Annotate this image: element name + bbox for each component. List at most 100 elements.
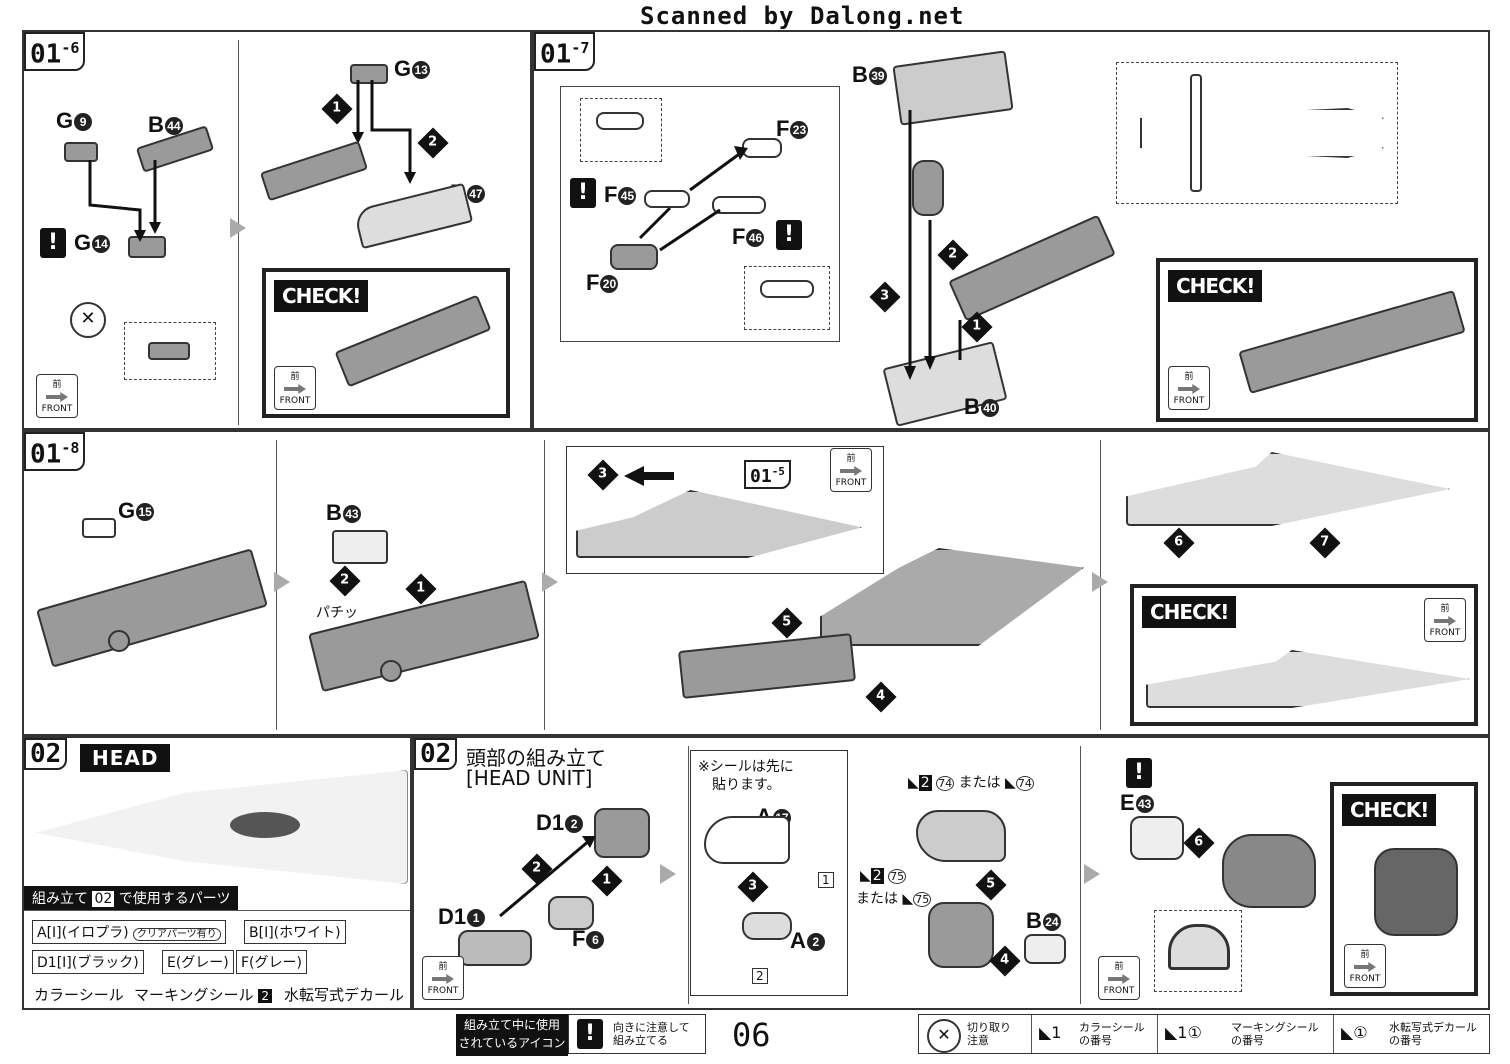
caution-label: 向きに注意して組み立てる — [613, 1021, 690, 1047]
check-badge: CHECK! — [1168, 270, 1263, 302]
runner-f: F(グレー) — [236, 950, 307, 974]
joint-part-shape — [644, 190, 690, 208]
sticker-ref-1: 1 — [818, 872, 834, 888]
flow-arrow — [1092, 572, 1108, 592]
part-g9-shape — [64, 142, 98, 162]
part-b43-shape — [332, 530, 388, 564]
assembly-arrows-01-6a — [88, 160, 161, 242]
head-part-shape — [594, 808, 650, 858]
peg-part-shape — [596, 112, 644, 130]
decal-icon: ◣① — [1341, 1023, 1368, 1042]
check-badge: CHECK! — [1342, 794, 1437, 826]
head-part-shape — [548, 896, 594, 930]
detail-box-01-6 — [124, 322, 216, 380]
watermark: Scanned by Dalong.net — [640, 2, 965, 30]
caution-icon: ! — [570, 178, 596, 208]
joint-part-shape — [712, 196, 766, 214]
runner-b: B[Ⅰ](ホワイト) — [244, 920, 346, 944]
snap-sound-label: パチッ — [316, 605, 358, 621]
detail-head-shape — [1168, 924, 1230, 970]
step-tag-01-6: 01-6 — [24, 32, 86, 71]
detail-box-b — [744, 266, 830, 330]
joint-rod — [1190, 74, 1202, 192]
peg-part-shape — [760, 280, 814, 298]
footer-icons-label: 組み立て中に使用されているアイコン — [456, 1014, 568, 1056]
flow-arrow — [1084, 864, 1100, 884]
marking-sticker-icon: ◣1① — [1165, 1023, 1202, 1042]
check-head-shape — [1374, 848, 1458, 936]
part-g15-shape — [82, 518, 116, 538]
parts-heading: 組み立て 02 で使用するパーツ — [24, 886, 239, 910]
head-core-shape — [928, 902, 994, 968]
marking-ref: ◣2 74 または ◣74 — [908, 775, 1034, 791]
step-tag-02: 02 — [24, 738, 68, 770]
step-tag-01-8: 01-8 — [24, 432, 86, 471]
joint-part-shape — [610, 244, 658, 270]
flow-arrow — [230, 218, 246, 238]
arm-peg — [380, 660, 402, 682]
check-part-shape — [1146, 650, 1470, 708]
arm-peg — [108, 630, 130, 652]
head-unit-title-jp: 頭部の組み立て — [466, 746, 606, 770]
caution-icon: ! — [577, 1019, 603, 1049]
callout-box-02 — [690, 750, 848, 996]
visor-part-shape — [742, 912, 792, 940]
sticker-note-1: ※シールは先に — [698, 759, 794, 775]
cockpit-highlight — [230, 812, 300, 838]
sticker-decal: 水転写式デカール — [284, 986, 405, 1004]
no-cut-icon: ✕ — [70, 302, 106, 338]
detail-box-02 — [1154, 910, 1242, 992]
head-unit-title-en: [HEAD UNIT] — [466, 766, 593, 790]
legend-decal: 水転写式デカールの番号 — [1389, 1021, 1477, 1047]
marking-ref-2: ◣2 75 — [860, 868, 907, 884]
canopy-part-shape — [704, 816, 790, 864]
check-badge: CHECK! — [1142, 596, 1237, 628]
head-shell-shape — [1222, 834, 1316, 908]
part-detail-shape — [148, 342, 190, 360]
assembly-arrows-02a — [499, 836, 596, 918]
sticker-color: カラーシール — [34, 986, 124, 1004]
runner-d1: D1[Ⅰ](ブラック) — [32, 950, 144, 974]
flow-arrow — [274, 572, 290, 592]
caution-icon: ! — [40, 228, 66, 258]
check-badge: CHECK! — [274, 280, 369, 312]
part-g14-shape — [128, 236, 166, 258]
detail-box-a — [580, 98, 662, 162]
part-e43-shape — [1130, 816, 1184, 860]
detail-box-c — [1116, 62, 1398, 204]
step-tag-01-7: 01-7 — [534, 32, 596, 71]
sticker-note-2: 貼ります。 — [712, 777, 781, 793]
legend-cut: 切り取り注意 — [967, 1021, 1011, 1047]
callout-box-01-8 — [566, 446, 884, 574]
runner-a: A[Ⅰ](イロプラ) クリアパーツ有り — [32, 920, 226, 944]
part-b24-shape — [1024, 934, 1066, 964]
callout-box-01-7 — [560, 86, 840, 342]
no-cut-icon: ✕ — [927, 1019, 961, 1053]
ref-tag-01-5: 01-5 — [744, 460, 791, 489]
flow-arrow — [542, 572, 558, 592]
arm-part-shape — [912, 160, 944, 216]
